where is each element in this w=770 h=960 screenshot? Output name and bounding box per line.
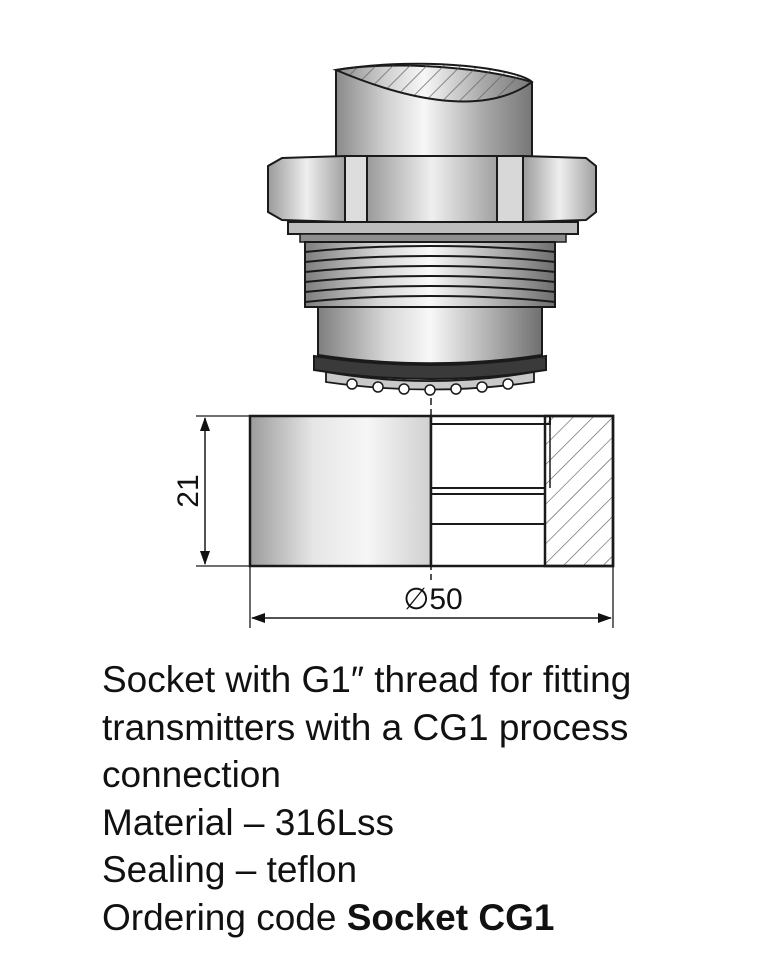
g1-thread [304,241,556,308]
caption-material: Material – 316Lss [102,801,395,843]
ordering-code-prefix: Ordering code [102,896,347,938]
caption-line-2: transmitters with a CG1 process [102,706,629,748]
washer [287,221,579,235]
socket-outer-view [248,414,433,568]
caption-line-1: Socket with G1″ thread for fitting [102,659,632,700]
o-ring [313,354,547,380]
transmitter-body [317,306,543,365]
socket-wall-hatch [543,414,615,568]
socket-section [248,398,615,580]
caption-ordering-code: Ordering code Socket CG1 [102,894,762,942]
caption-line-3: connection [102,754,281,795]
diameter-label: ∅50 [403,583,463,616]
socket-technical-drawing: 21 ∅50 [172,62,615,628]
caption-sealing: Sealing – teflon [102,849,358,890]
ordering-code-value: Socket CG1 [346,896,555,938]
diameter-dimension: ∅50 [249,566,614,628]
height-label: 21 [172,474,205,507]
transmitter-illustration [267,62,597,396]
product-description: Socket with G1″ thread for fitting trans… [102,656,762,941]
height-dimension: 21 [172,415,250,567]
transmitter-cut-face [332,62,534,103]
hex-nut [267,154,597,224]
